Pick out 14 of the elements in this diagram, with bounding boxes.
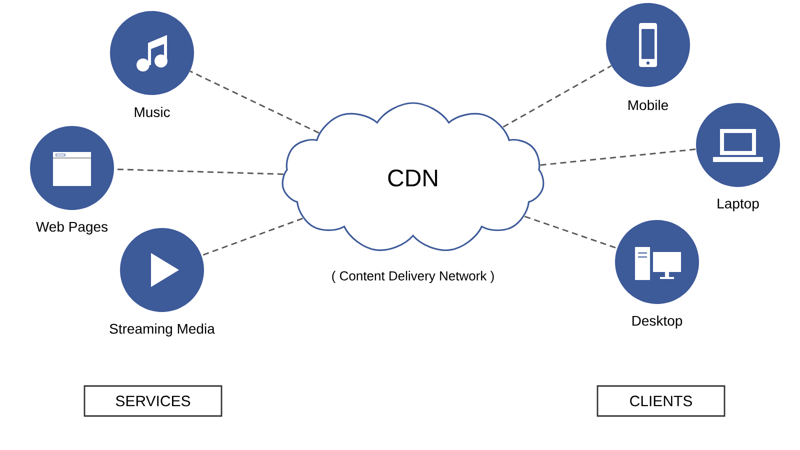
node-label: Laptop	[718, 198, 759, 212]
node-caption: ( Content Delivery Network )	[332, 270, 494, 284]
dashed-connector	[502, 65, 612, 128]
label-box: SERVICES	[84, 385, 222, 417]
dashed-connector	[201, 218, 303, 256]
node-label: Streaming Media	[110, 323, 215, 337]
dashed-connector	[524, 216, 618, 249]
node-label: Web Pages	[36, 221, 108, 235]
dashed-connector	[540, 148, 696, 166]
node-label: Mobile	[628, 100, 668, 110]
label-box: CLIENTS	[596, 385, 726, 417]
node-label: Music	[134, 106, 170, 118]
node-label: Desktop	[632, 315, 682, 329]
dashed-connector	[190, 70, 320, 134]
